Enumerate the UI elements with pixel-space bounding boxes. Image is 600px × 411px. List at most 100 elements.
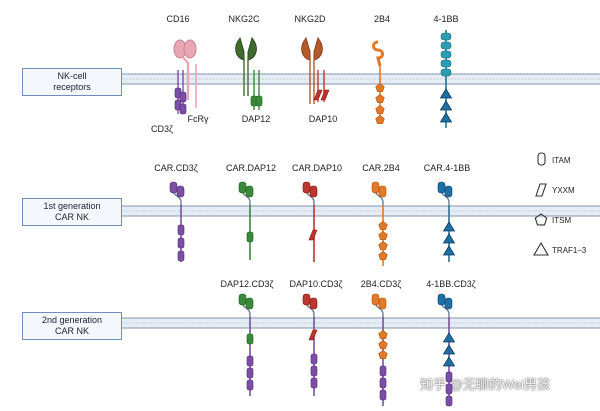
car2-dap10-cd3z-itam-3 bbox=[310, 377, 318, 389]
car-dap12-head-scfv-vl bbox=[245, 185, 254, 198]
car2-41bb-cd3z-itam-3 bbox=[445, 395, 453, 407]
row-label-line2: receptors bbox=[53, 82, 91, 92]
41bb-traf-2 bbox=[439, 100, 453, 111]
row-label-line2: CAR NK bbox=[54, 326, 89, 336]
receptor-title-41bb: 4-1BB bbox=[433, 14, 459, 24]
receptor-title-dap10-cd3z: DAP10.CD3ζ bbox=[289, 279, 343, 289]
row-label-2nd-gen: 2nd generation CAR NK bbox=[22, 312, 122, 340]
car2-41bb-cd3z-itam-1 bbox=[445, 371, 453, 383]
car2-dap12-cd3z-itam-1 bbox=[246, 355, 254, 367]
car2-41bb-cd3z-itam-2 bbox=[445, 383, 453, 395]
row-label-nk-receptors: NK-cell receptors bbox=[22, 68, 122, 96]
car2-2b4-cd3z-itam-3 bbox=[379, 389, 387, 401]
car-41bb-traf-1 bbox=[442, 221, 456, 232]
receptor-title-nkg2d: NKG2D bbox=[294, 14, 326, 24]
dap10-yxxm-1 bbox=[313, 89, 323, 101]
receptor-title-car-41bb: CAR.4-1BB bbox=[423, 163, 471, 173]
car-dap10-head-scfv-vl bbox=[309, 185, 318, 198]
car2-dap12-cd3z-itam-2 bbox=[246, 367, 254, 379]
car2-dap10-cd3z-itam-1 bbox=[310, 353, 318, 365]
receptor-title-2b4-cd3z: 2B4.CD3ζ bbox=[360, 279, 402, 289]
car-2b4-head-scfv-vh bbox=[371, 181, 380, 194]
nkg2c-lobe-left bbox=[235, 36, 245, 61]
2b4-itsm-3 bbox=[375, 105, 385, 114]
row-label-line1: 2nd generation bbox=[41, 315, 103, 325]
receptor-title-car-dap10: CAR.DAP10 bbox=[291, 163, 343, 173]
cd16-stalk bbox=[182, 56, 190, 100]
41bb-crd-2 bbox=[440, 41, 452, 50]
car-41bb-head-scfv-vh bbox=[437, 181, 446, 194]
car2-41bb-head-scfv-vh bbox=[437, 293, 446, 306]
car-2b4-itsm-4 bbox=[378, 251, 388, 260]
car-2b4-itsm-1 bbox=[378, 221, 388, 230]
cd16-domain-right bbox=[183, 39, 197, 59]
car2-dap10-head-scfv-vh bbox=[302, 293, 311, 306]
receptor-title-41bb-cd3z: 4-1BB.CD3ζ bbox=[426, 279, 476, 289]
2b4-itsm-4 bbox=[375, 115, 385, 124]
car-cd3z-head-scfv-vl bbox=[176, 185, 185, 198]
yxxm-icon bbox=[535, 183, 547, 197]
row-label-line2: CAR NK bbox=[54, 212, 89, 222]
41bb-crd-4 bbox=[440, 59, 452, 68]
car2-41bb-traf-3 bbox=[442, 356, 456, 367]
car2-2b4-head-scfv-vl bbox=[378, 297, 387, 310]
cd3z-itam-4 bbox=[179, 103, 187, 115]
41bb-crd-3 bbox=[440, 50, 452, 59]
car2-2b4-head-scfv-vh bbox=[371, 293, 380, 306]
receptor-title-car-dap12: CAR.DAP12 bbox=[225, 163, 277, 173]
receptor-title-car-2b4: CAR.2B4 bbox=[362, 163, 400, 173]
2b4-itsm-1 bbox=[375, 83, 385, 92]
car2-dap12-cd3z-itam-3 bbox=[246, 379, 254, 391]
car2-dap10-cd3z-itam-2 bbox=[310, 365, 318, 377]
41bb-traf-1 bbox=[439, 88, 453, 99]
car2-41bb-head-scfv-vl bbox=[444, 297, 453, 310]
car-dap10-head-scfv-vh bbox=[302, 181, 311, 194]
car-41bb-traf-3 bbox=[442, 245, 456, 256]
car2-dap12-itam bbox=[246, 333, 254, 345]
sublabel-dap12: DAP12 bbox=[241, 114, 271, 124]
car2-2b4-itsm-1 bbox=[378, 330, 388, 339]
car2-2b4-cd3z-itam-2 bbox=[379, 377, 387, 389]
legend-yxxm-label: YXXM bbox=[552, 186, 575, 195]
car2-dap10-head-scfv-vl bbox=[309, 297, 318, 310]
car2-2b4-itsm-3 bbox=[378, 350, 388, 359]
nkg2c-lobe-right bbox=[247, 36, 257, 61]
car-2b4-itsm-2 bbox=[378, 231, 388, 240]
receptor-title-nkg2c: NKG2C bbox=[228, 14, 260, 24]
car2-dap10-yxxm bbox=[308, 329, 318, 341]
car-2b4-itsm-3 bbox=[378, 241, 388, 250]
2b4-ectodomain bbox=[372, 40, 384, 67]
nkg2d-lobe-left bbox=[301, 36, 311, 61]
car-cd3z-itam-1 bbox=[177, 224, 185, 236]
car-41bb-head-scfv-vl bbox=[444, 185, 453, 198]
car-cd3z-head-scfv-vh bbox=[169, 181, 178, 194]
legend-traf-label: TRAF1–3 bbox=[552, 246, 587, 255]
itsm-icon bbox=[534, 213, 548, 226]
car-2b4-head-scfv-vl bbox=[378, 185, 387, 198]
car2-2b4-cd3z-itam-1 bbox=[379, 365, 387, 377]
sublabel-fcr: FcRγ bbox=[187, 114, 209, 124]
car2-2b4-itsm-2 bbox=[378, 340, 388, 349]
car-dap12-head-scfv-vh bbox=[238, 181, 247, 194]
car2-dap12-head-scfv-vl bbox=[245, 297, 254, 310]
row-label-line1: 1st generation bbox=[43, 201, 101, 211]
legend-itam-label: ITAM bbox=[552, 156, 571, 165]
cd3z-itam-3 bbox=[179, 91, 187, 103]
41bb-crd-5 bbox=[440, 68, 452, 77]
car-dap10-yxxm bbox=[308, 229, 318, 241]
row-label-line1: NK-cell bbox=[57, 71, 87, 81]
traf-icon bbox=[533, 241, 549, 256]
2b4-itsm-2 bbox=[375, 94, 385, 103]
nkg2d-lobe-right bbox=[313, 36, 323, 61]
dap12-itam-2 bbox=[255, 95, 263, 107]
receptor-title-car-cd3z: CAR.CD3ζ bbox=[154, 163, 198, 173]
car-cd3z-itam-3 bbox=[177, 250, 185, 262]
car-cd3z-itam-2 bbox=[177, 237, 185, 249]
itam-icon bbox=[537, 152, 546, 166]
watermark: 知乎 @无聊的Wei男孩 bbox=[420, 377, 550, 392]
car2-41bb-traf-1 bbox=[442, 332, 456, 343]
sublabel-cd3z: CD3ζ bbox=[151, 124, 173, 134]
row-label-1st-gen: 1st generation CAR NK bbox=[22, 198, 122, 226]
